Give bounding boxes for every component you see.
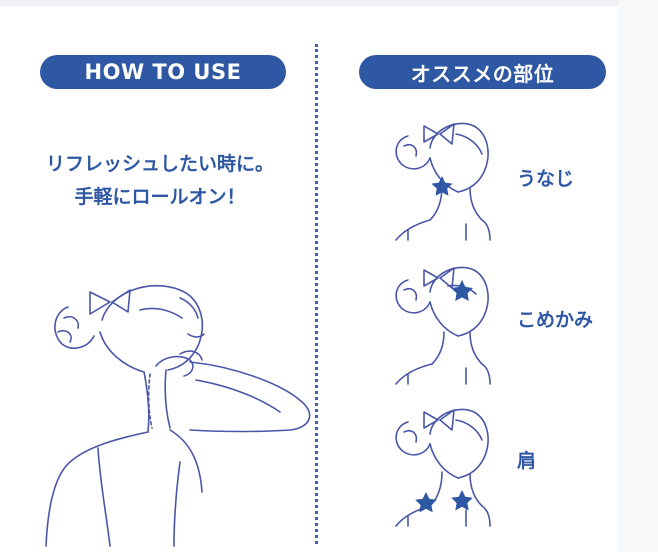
recommended-areas-header: オススメの部位 <box>359 55 606 89</box>
star-icon <box>415 492 437 513</box>
nape-illustration <box>395 122 491 241</box>
shoulder-illustration <box>395 408 491 527</box>
area-label-nape: うなじ <box>517 168 575 190</box>
right-strip <box>618 0 658 552</box>
star-icon <box>451 490 473 511</box>
usage-line-2: 手軽にロールオン！ <box>74 186 246 208</box>
star-icon <box>431 176 453 196</box>
temple-illustration <box>395 266 491 385</box>
usage-copy: リフレッシュしたい時に。 手軽にロールオン！ <box>10 148 310 214</box>
area-label-shoulder: 肩 <box>517 450 537 472</box>
usage-illustration <box>45 284 311 547</box>
usage-line-1: リフレッシュしたい時に。 <box>45 153 274 175</box>
dotted-divider <box>315 44 318 544</box>
how-to-use-header: HOW TO USE <box>40 55 286 89</box>
star-icon <box>451 280 473 301</box>
top-strip <box>0 0 618 6</box>
area-label-temple: こめかみ <box>517 309 594 331</box>
